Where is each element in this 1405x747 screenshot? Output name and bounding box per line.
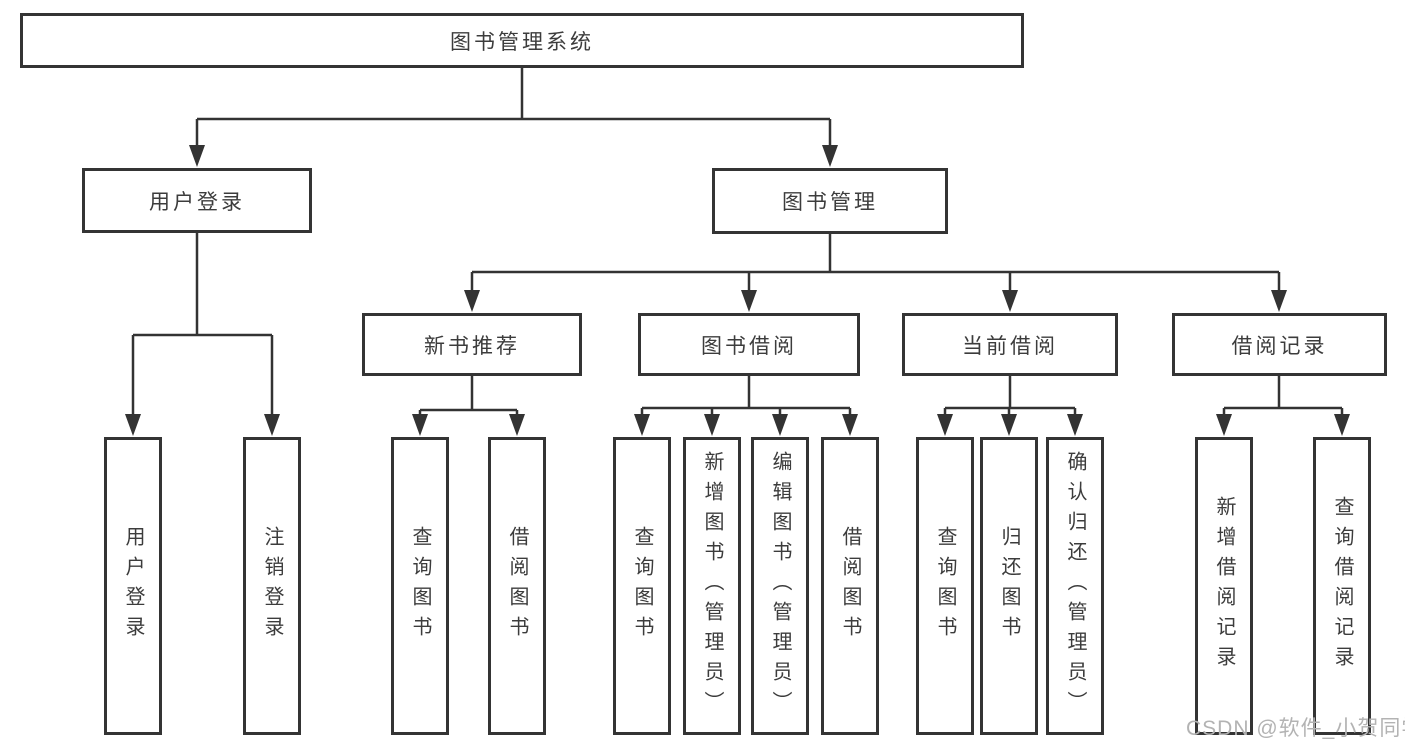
node-logout-leaf: 注销登录 [243,437,301,735]
node-query-books-recommend: 查询图书 [391,437,449,735]
node-confirm-return-admin: 确认归还（管理员） [1046,437,1104,735]
node-new-book-recommend: 新书推荐 [362,313,582,376]
node-borrow-books-leaf: 借阅图书 [821,437,879,735]
node-query-books-borrowing: 查询图书 [613,437,671,735]
arrowheads [125,145,1350,436]
node-return-books: 归还图书 [980,437,1038,735]
node-user-login-branch: 用户登录 [82,168,312,233]
node-book-borrowing: 图书借阅 [638,313,860,376]
node-borrow-books-recommend: 借阅图书 [488,437,546,735]
node-add-borrow-record: 新增借阅记录 [1195,437,1253,735]
node-edit-books-admin: 编辑图书（管理员） [751,437,809,735]
node-borrow-records: 借阅记录 [1172,313,1387,376]
node-query-borrow-record: 查询借阅记录 [1313,437,1371,735]
node-query-books-current: 查询图书 [916,437,974,735]
watermark-text: CSDN @软件_小贺同学 [1186,717,1405,740]
node-current-borrowing: 当前借阅 [902,313,1118,376]
node-add-books-admin: 新增图书（管理员） [683,437,741,735]
node-user-login-leaf: 用户登录 [104,437,162,735]
node-library-system: 图书管理系统 [20,13,1024,68]
node-book-management: 图书管理 [712,168,948,234]
